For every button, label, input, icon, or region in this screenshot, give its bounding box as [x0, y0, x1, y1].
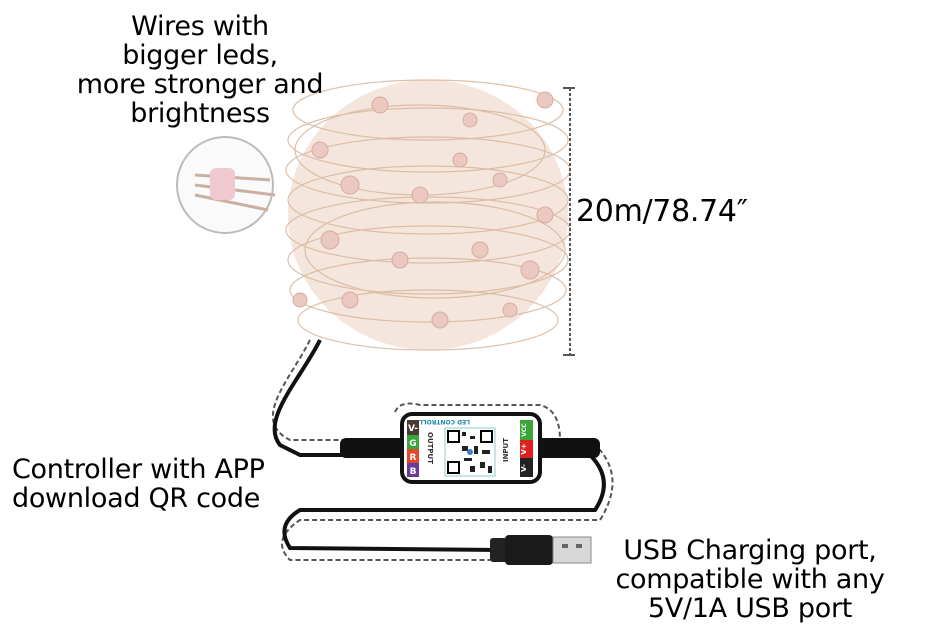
annotation-line: bigger leds, — [122, 40, 278, 71]
annotation-line: Controller with APP — [12, 454, 265, 485]
annotation-line: more stronger and — [76, 69, 324, 100]
usb-annotation: USB Charging port, compatible with any 5… — [600, 536, 900, 623]
annotation-line: 5V/1A USB port — [647, 593, 853, 624]
annotation-line: download QR code — [12, 483, 261, 514]
annotation-line: Wires with — [131, 11, 269, 42]
qr-code — [444, 427, 496, 477]
wire-closeup-magnifier — [176, 136, 276, 234]
length-annotation: 20m/78.74″ — [576, 194, 748, 229]
usb-plug — [490, 535, 592, 565]
controller-annotation: Controller with APP download QR code — [12, 455, 265, 513]
cable — [272, 339, 606, 552]
pin-vplus: V+ — [520, 443, 528, 454]
pin-vcc: VCC — [521, 423, 528, 437]
output-label: OUTPUT — [426, 432, 434, 464]
annotation-line: compatible with any — [615, 564, 885, 595]
pin-b: B — [410, 467, 417, 477]
pin-g: G — [409, 439, 416, 449]
wires-annotation: Wires with bigger leds, more stronger an… — [60, 12, 340, 128]
led-controller: LED CONTROLLER V- G R B OUTPUT INPUT VCC — [340, 412, 600, 484]
pin-vminus-input: V- — [520, 464, 528, 472]
controller-title: LED CONTROLLER — [410, 418, 470, 425]
pin-r: R — [410, 453, 417, 463]
annotation-line: USB Charging port, — [623, 535, 877, 566]
annotation-line: brightness — [130, 98, 270, 129]
pin-vminus: V- — [408, 424, 418, 434]
led-wire-spool — [285, 79, 571, 351]
input-label: INPUT — [502, 438, 510, 462]
